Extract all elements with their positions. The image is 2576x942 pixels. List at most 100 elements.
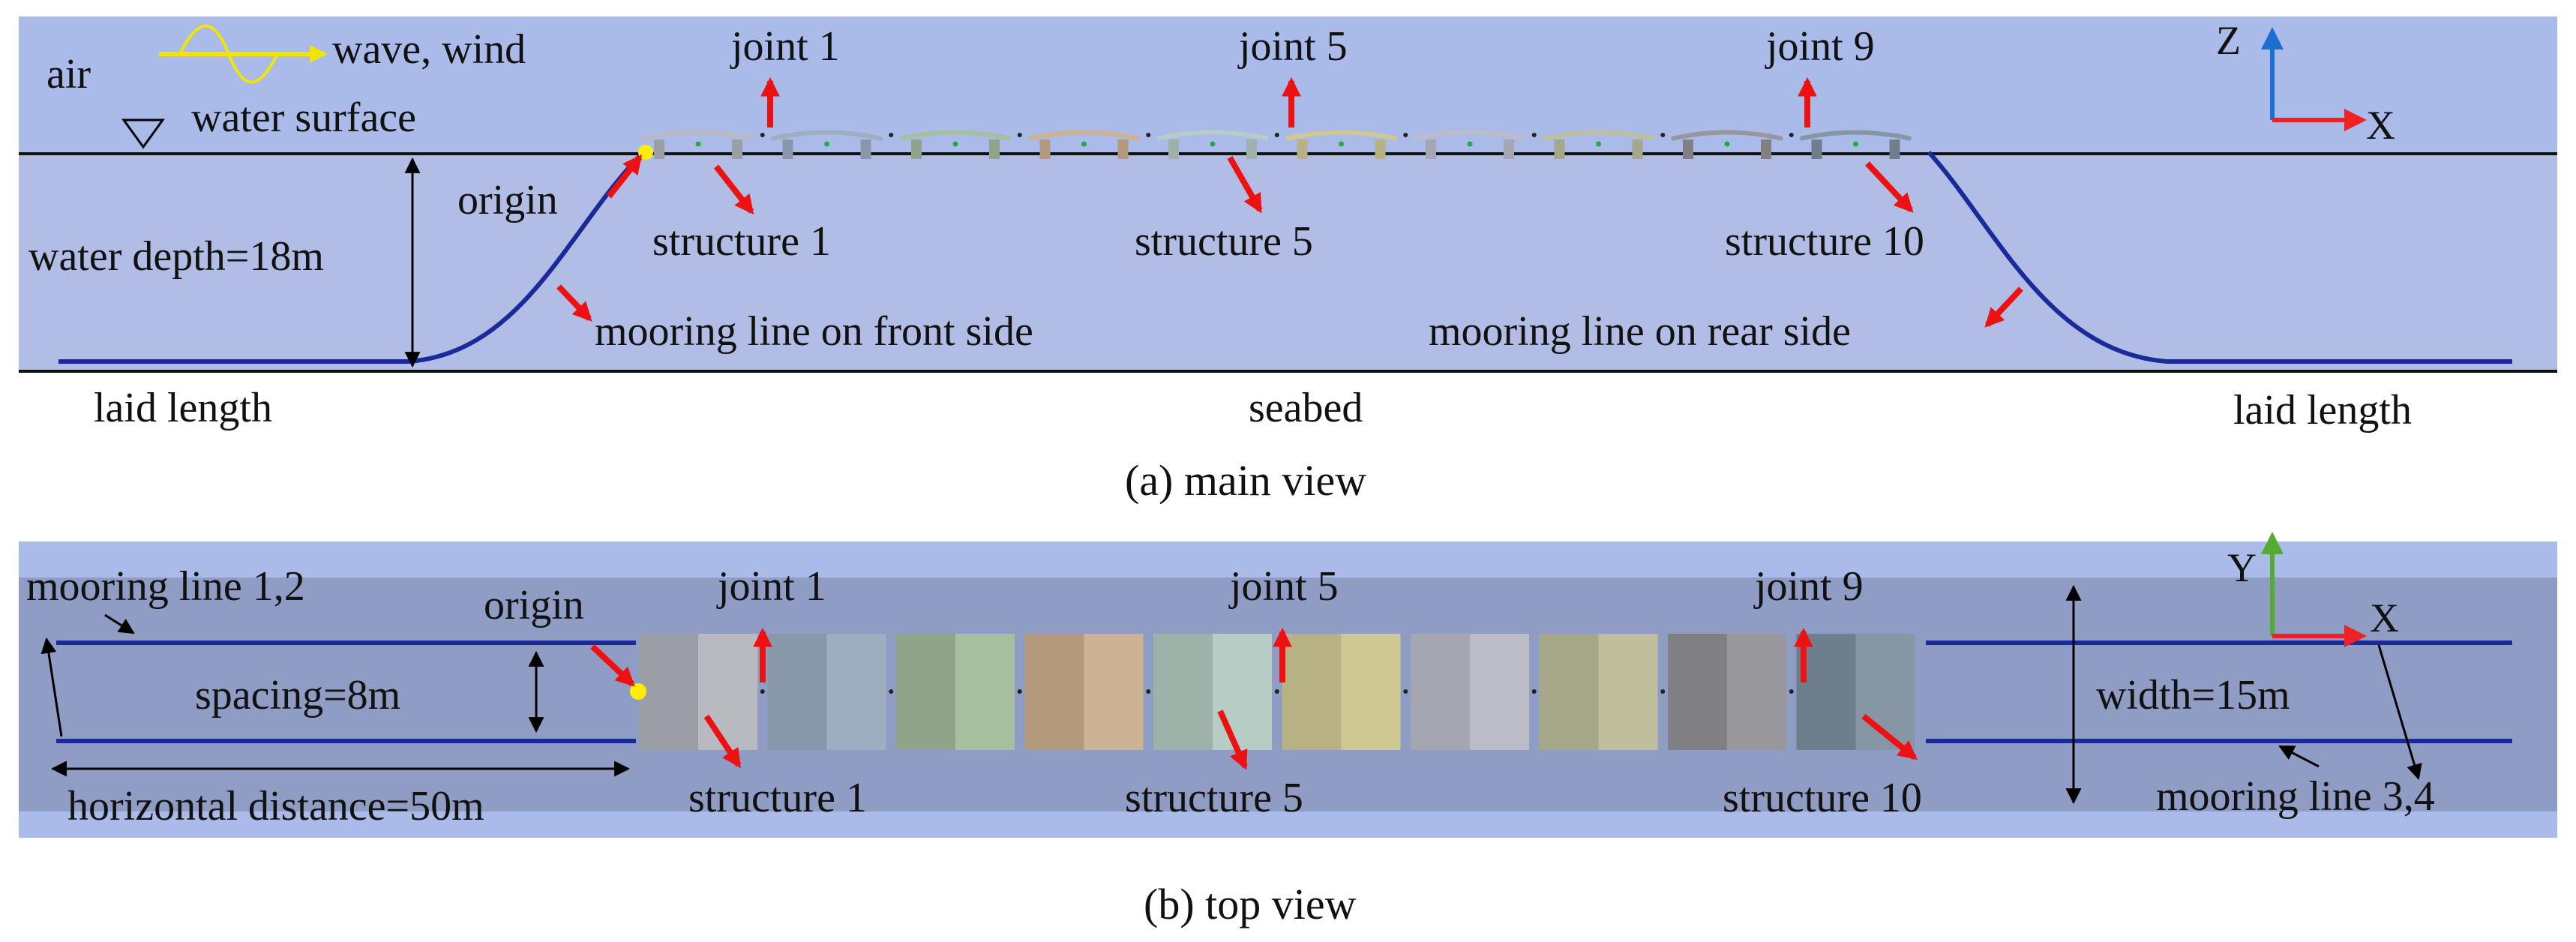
structure-side-float: [1761, 140, 1771, 159]
structure-side-float: [1554, 140, 1565, 159]
structure-side-center-dot: [824, 141, 829, 147]
mooring-line-rear: [1927, 150, 2512, 364]
structure-side-float: [1168, 140, 1179, 159]
label-mooring-rear: mooring line on rear side: [1429, 308, 1851, 355]
top-structures: [639, 634, 1915, 750]
structure-side-center-dot: [1596, 141, 1601, 147]
label-axis-y-top: Y: [2227, 545, 2257, 590]
top-view-panel: mooring line 1,2 origin spacing=8m horiz…: [19, 532, 2557, 928]
structure-top-half: [1539, 634, 1599, 750]
structure-side-4: [1027, 130, 1141, 159]
label-air: air: [46, 51, 91, 98]
structure-side-3: [899, 130, 1012, 159]
label-spacing: spacing=8m: [195, 672, 400, 718]
structure-side-deck: [1156, 130, 1269, 141]
structure-side-deck: [1542, 130, 1655, 141]
structure-top-half: [698, 634, 757, 750]
joint-dot-top: [1274, 689, 1279, 694]
structure-top-8: [1539, 634, 1658, 750]
structure-side-float: [782, 140, 793, 159]
joint-dot-top: [1531, 689, 1537, 694]
joint-dot-side: [889, 133, 894, 137]
structure-top-half: [955, 634, 1015, 750]
structure-side-7: [1414, 130, 1526, 159]
structure-top-9: [1668, 634, 1786, 750]
label-structure-10-main: structure 10: [1725, 218, 1924, 265]
arrow-structure-5: [1227, 156, 1263, 214]
arrow-mooring-rear: [1984, 286, 2023, 328]
structure-side-6: [1285, 130, 1398, 159]
structure-side-float: [1117, 140, 1129, 159]
arrow-origin-top: [590, 644, 635, 687]
label-joint-1-top: joint 1: [716, 563, 826, 610]
arrow-structure-1-top: [703, 714, 742, 769]
structure-side-float: [732, 140, 742, 159]
joint-dot-top: [1146, 689, 1151, 694]
joint-dot-top: [1403, 689, 1408, 694]
water-surface-triangle-icon: [121, 118, 165, 149]
structure-side-5: [1156, 130, 1269, 159]
structure-top-half: [1024, 634, 1084, 750]
structure-side-8: [1542, 130, 1655, 159]
origin-dot: [638, 145, 653, 160]
structure-side-center-dot: [695, 141, 701, 147]
label-structure-5-main: structure 5: [1135, 218, 1313, 265]
arrow-structure-10: [1865, 161, 1914, 213]
joint-dot-top: [1017, 689, 1022, 694]
caption-main-view: (a) main view: [1125, 456, 1366, 505]
joint-dot-top: [1789, 689, 1794, 694]
label-width: width=15m: [2096, 672, 2290, 718]
structure-top-half: [1470, 634, 1529, 750]
structure-side-deck: [1285, 130, 1398, 141]
structure-top-1: [639, 634, 757, 750]
label-seabed: seabed: [1249, 385, 1363, 431]
structure-side-10: [1799, 130, 1912, 159]
label-mooring-12: mooring line 1,2: [26, 563, 305, 610]
structure-side-deck: [770, 130, 883, 141]
joint-dot-side: [1146, 133, 1151, 137]
structure-side-float: [1426, 140, 1436, 159]
label-water-surface: water surface: [191, 94, 416, 141]
label-origin-main: origin: [457, 177, 558, 224]
structure-top-half: [1153, 634, 1213, 750]
structure-side-float: [1889, 140, 1900, 159]
joint-dot-side: [1017, 133, 1022, 137]
structure-top-3: [896, 634, 1015, 750]
caption-top-view: (b) top view: [1144, 880, 1357, 928]
joint-dot-side: [1789, 133, 1794, 137]
structure-side-float: [860, 140, 871, 159]
leader-mooring-12-b: [40, 637, 63, 737]
arrow-mooring-front: [556, 284, 592, 322]
label-structure-10-top: structure 10: [1723, 775, 1922, 821]
structure-top-half: [826, 634, 886, 750]
structure-side-deck: [642, 130, 754, 141]
structure-side-float: [1683, 140, 1693, 159]
structure-top-10: [1796, 634, 1915, 750]
wave-icon: [178, 24, 279, 84]
structure-side-float: [1504, 140, 1514, 159]
label-joint-9-top: joint 9: [1753, 563, 1864, 610]
main-view-panel: air wave, wind water surface origin wate…: [19, 16, 2557, 505]
structure-side-center-dot: [1724, 141, 1730, 147]
structure-top-7: [1411, 634, 1529, 750]
label-joint-9-main: joint 9: [1765, 23, 1875, 70]
structure-top-half: [1341, 634, 1401, 750]
structure-side-deck: [1414, 130, 1526, 141]
structure-side-center-dot: [1853, 141, 1858, 147]
joint-dot-side: [1531, 133, 1537, 137]
joint-dot-top: [760, 689, 765, 694]
label-structure-1-main: structure 1: [652, 218, 831, 265]
label-structure-1-top: structure 1: [688, 775, 867, 821]
label-joint-5-main: joint 5: [1237, 23, 1348, 70]
structure-top-half: [1727, 634, 1786, 750]
label-axis-x-main: X: [2366, 103, 2395, 148]
arrow-origin-main: [606, 154, 643, 199]
structure-top-half: [767, 634, 827, 750]
structure-side-float: [654, 140, 664, 159]
arrow-structure-10-top: [1861, 713, 1918, 760]
structure-top-4: [1024, 634, 1144, 750]
structure-side-deck: [1799, 130, 1912, 141]
structure-side-float: [911, 140, 922, 159]
structure-side-9: [1671, 130, 1783, 159]
structure-top-half: [1282, 634, 1342, 750]
